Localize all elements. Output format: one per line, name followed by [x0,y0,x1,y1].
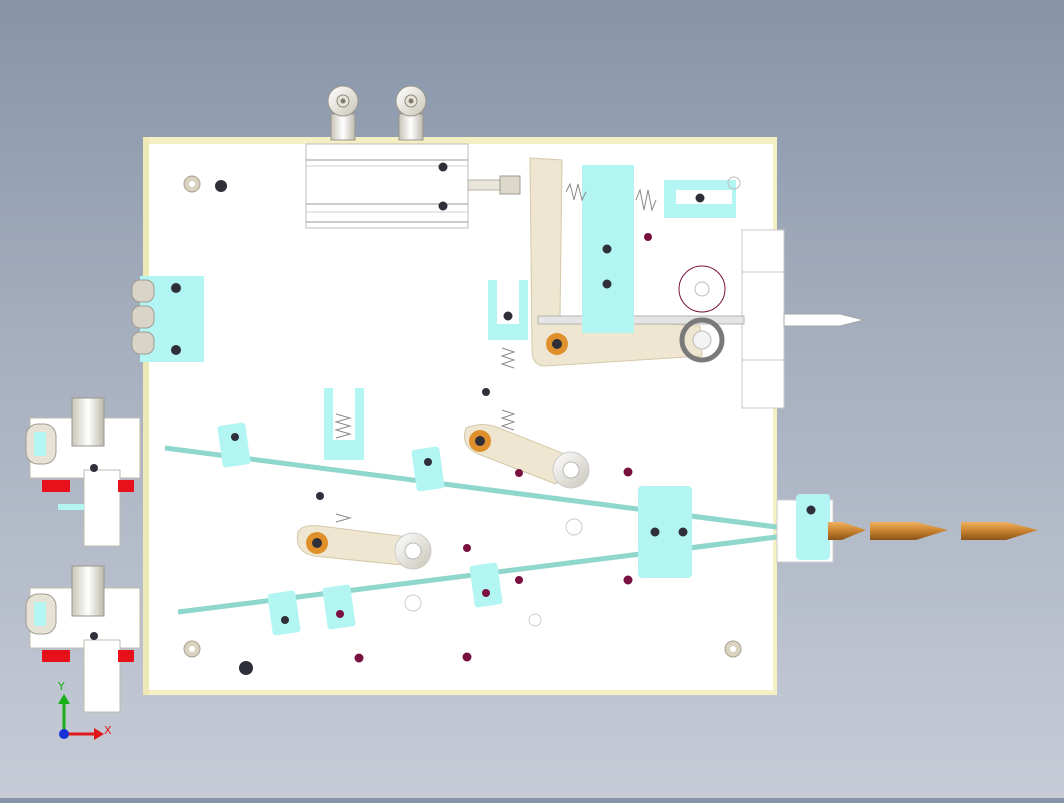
upper-slide-block [565,165,741,333]
output-nozzles [828,522,1038,540]
fork-block-middle [316,388,364,523]
mounting-holes [183,175,742,675]
junction-block [638,486,834,578]
middle-link-arm [464,424,590,489]
left-fitting-lower [25,565,141,713]
top-air-fittings [327,85,427,141]
top-cylinder [305,143,521,229]
y-axis-label: Y [57,680,65,693]
left-fitting-upper [25,397,141,547]
left-block [131,276,204,362]
plate-pins [354,467,633,663]
right-housing [741,229,865,409]
lower-link-arm [296,525,432,570]
fork-block-upper [482,280,528,431]
coordinate-triad: X Y [57,680,112,740]
rod-collars [217,422,503,636]
x-axis-label: X [104,724,112,737]
